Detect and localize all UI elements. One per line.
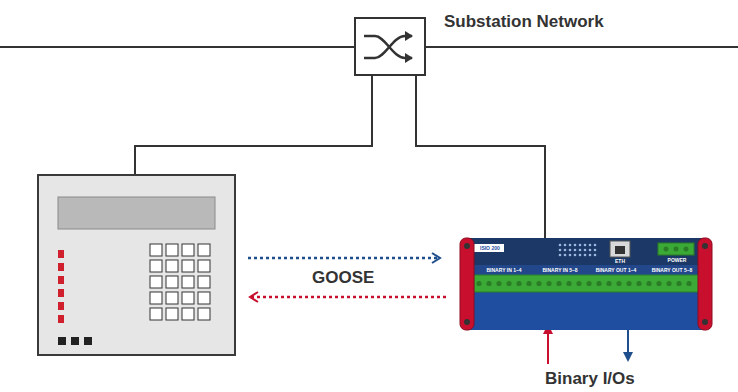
device-text: BINARY OUT 1–4 [596, 267, 637, 273]
network-line [425, 46, 738, 48]
goose-arrow [248, 257, 440, 260]
device-text: ISIO 200 [480, 245, 500, 251]
device-text: BINARY IN 1–4 [486, 267, 521, 273]
io-device: ISIO 200BINARY IN 1–4 BINARY IN 5–8 ETH POW… [460, 238, 712, 330]
device-text: POWER [668, 257, 687, 263]
goose-arrow [250, 296, 446, 299]
switch-box [355, 18, 425, 75]
diagram-label: Substation Network [444, 12, 604, 32]
cable [416, 75, 545, 238]
network-line [0, 46, 355, 48]
device-text: ETH [615, 258, 625, 264]
binary-input-arrow [547, 328, 549, 364]
device-text: BINARY IN 5–8 [542, 267, 577, 273]
cable [135, 75, 372, 175]
switch-symbol [364, 36, 412, 58]
diagram-label: Binary I/Os [545, 369, 635, 389]
device-text: BINARY OUT 5–8 [652, 267, 693, 273]
device-housing [460, 238, 712, 330]
ied-device [38, 175, 235, 355]
diagram-label: GOOSE [312, 268, 374, 288]
